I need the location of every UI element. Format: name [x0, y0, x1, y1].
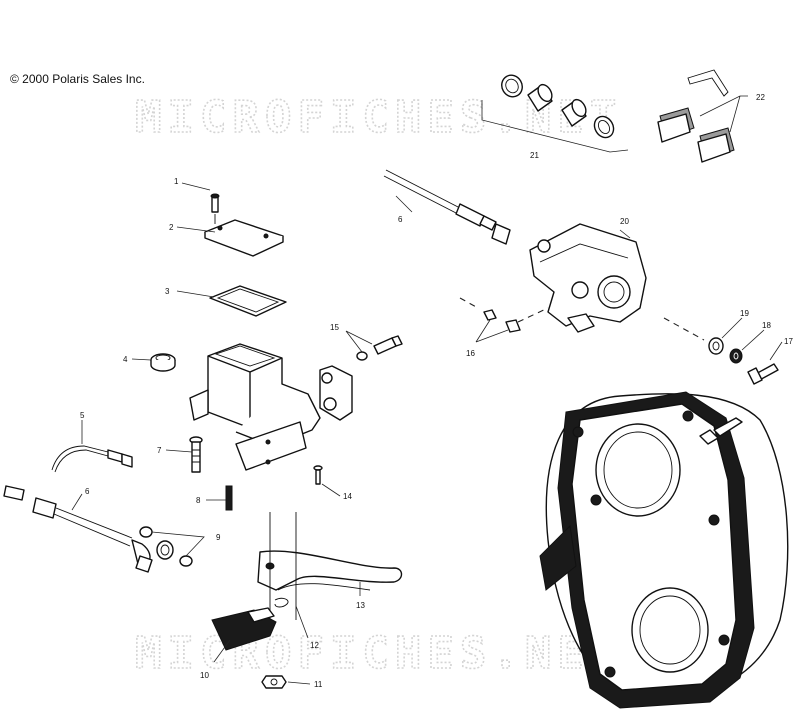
- copyright-notice: © 2000 Polaris Sales Inc.: [10, 72, 145, 86]
- callout-7: 7: [157, 446, 162, 455]
- callout-10: 10: [200, 671, 209, 680]
- callout-19: 19: [740, 309, 749, 318]
- callout-16: 16: [466, 349, 475, 358]
- fasteners-16: [459, 297, 549, 343]
- callout-14: 14: [343, 492, 352, 501]
- callout-15: 15: [330, 323, 339, 332]
- chaincase-cover: [539, 391, 789, 709]
- washers-and-bolt: [663, 317, 783, 385]
- watermark-bottom: MICROFICHES.NET: [135, 628, 622, 679]
- callout-1: 1: [174, 177, 179, 186]
- callout-5: 5: [80, 411, 85, 420]
- cable-6-left: [3, 485, 153, 573]
- callout-2: 2: [169, 223, 174, 232]
- callout-18: 18: [762, 321, 771, 330]
- callout-21: 21: [530, 151, 539, 160]
- callout-13: 13: [356, 601, 365, 610]
- cable-6-right: [383, 169, 511, 245]
- callout-8: 8: [196, 496, 201, 505]
- callout-6-lower: 6: [85, 487, 90, 496]
- callout-11: 11: [314, 680, 323, 689]
- callout-4: 4: [123, 355, 128, 364]
- o-rings-9: [139, 526, 205, 567]
- master-cylinder: [131, 182, 353, 471]
- callout-12: 12: [310, 641, 319, 650]
- brake-caliper: [529, 223, 647, 333]
- callout-20: 20: [620, 217, 629, 226]
- brake-line-5: [51, 420, 133, 473]
- bleeder-fitting: [345, 330, 403, 361]
- brake-pad-kit: [481, 69, 748, 163]
- brake-lever: [211, 512, 403, 689]
- callout-17: 17: [784, 337, 793, 346]
- callout-22: 22: [756, 93, 765, 102]
- callout-3: 3: [165, 287, 170, 296]
- callout-labels: 1 2 3 4 5 6 6 7 8 9 10 11 12 13 14 15 16…: [80, 93, 793, 689]
- callout-9: 9: [216, 533, 221, 542]
- callout-6-upper: 6: [398, 215, 403, 224]
- bolts: [165, 436, 341, 511]
